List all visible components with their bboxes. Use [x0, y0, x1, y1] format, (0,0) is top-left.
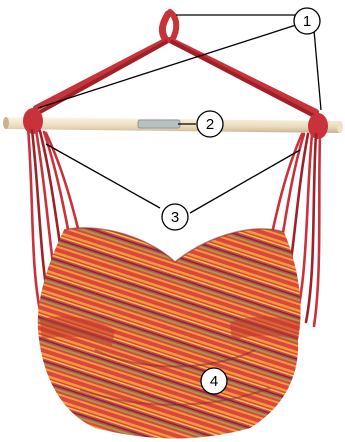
callout-3: 3: [162, 204, 188, 230]
hanging-ropes: [36, 12, 318, 118]
hammock-fabric: [38, 228, 301, 439]
svg-text:1: 1: [303, 13, 311, 30]
spreader-bar: [3, 117, 343, 133]
svg-text:3: 3: [171, 209, 179, 226]
callout-1: 1: [294, 8, 320, 34]
svg-text:4: 4: [210, 373, 218, 390]
callout-2: 2: [197, 111, 223, 137]
bar-metal-fitting: [138, 120, 180, 128]
svg-text:2: 2: [206, 116, 214, 133]
callout-4: 4: [201, 368, 227, 394]
